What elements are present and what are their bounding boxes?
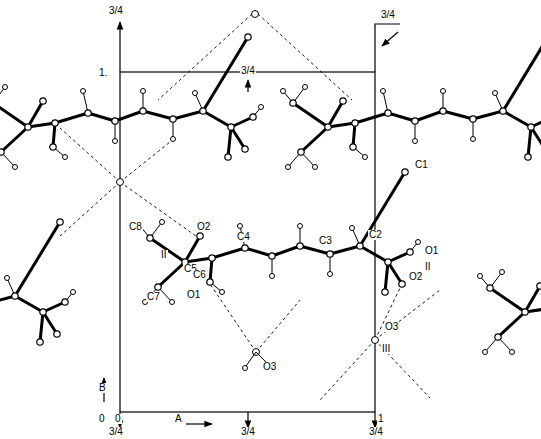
axis-fraction: 3/4 [368, 427, 384, 437]
symmetry-label: III [381, 344, 391, 354]
atom-label: C8 [128, 222, 143, 232]
symmetry-label: II [424, 262, 432, 272]
molecule [138, 169, 421, 305]
axis-fraction: 3/4 [108, 6, 124, 16]
axis-fraction: 3/4 [240, 427, 256, 437]
axis-fraction: 3/4 [380, 10, 396, 20]
molecule [0, 219, 76, 355]
symmetry-label: B [98, 383, 107, 393]
atom-label: C3 [318, 236, 333, 246]
atom-label: O1 [424, 246, 439, 256]
atom-label: O2 [196, 222, 211, 232]
symmetry-label: II [160, 250, 168, 260]
axis-fraction: 3/4 [108, 427, 124, 437]
atom-label: C1 [414, 160, 429, 170]
water-molecules [117, 11, 379, 371]
axis-fraction: 0 [98, 414, 106, 424]
axis-fraction: 1. [98, 68, 108, 78]
hydrogen-bonds [60, 14, 440, 400]
atom-label: C7 [146, 292, 161, 302]
atom-label: C2 [368, 230, 383, 240]
atom-label: C4 [236, 232, 251, 242]
molecule [281, 34, 541, 170]
molecule [478, 219, 541, 355]
axis-fraction: 3/4 [240, 66, 256, 76]
atom-label: C6 [192, 270, 207, 280]
unit-cell [104, 22, 400, 428]
molecule-copies [0, 34, 541, 355]
atom-label: O3 [262, 362, 277, 372]
symmetry-label: A [174, 414, 183, 424]
molecule [0, 34, 264, 170]
axis-fraction: 0 [114, 414, 122, 424]
atom-label: O1 [186, 290, 201, 300]
atom-label: O3 [384, 322, 399, 332]
axis-fraction: 1 [377, 414, 385, 424]
atom-label: O2 [408, 272, 423, 282]
